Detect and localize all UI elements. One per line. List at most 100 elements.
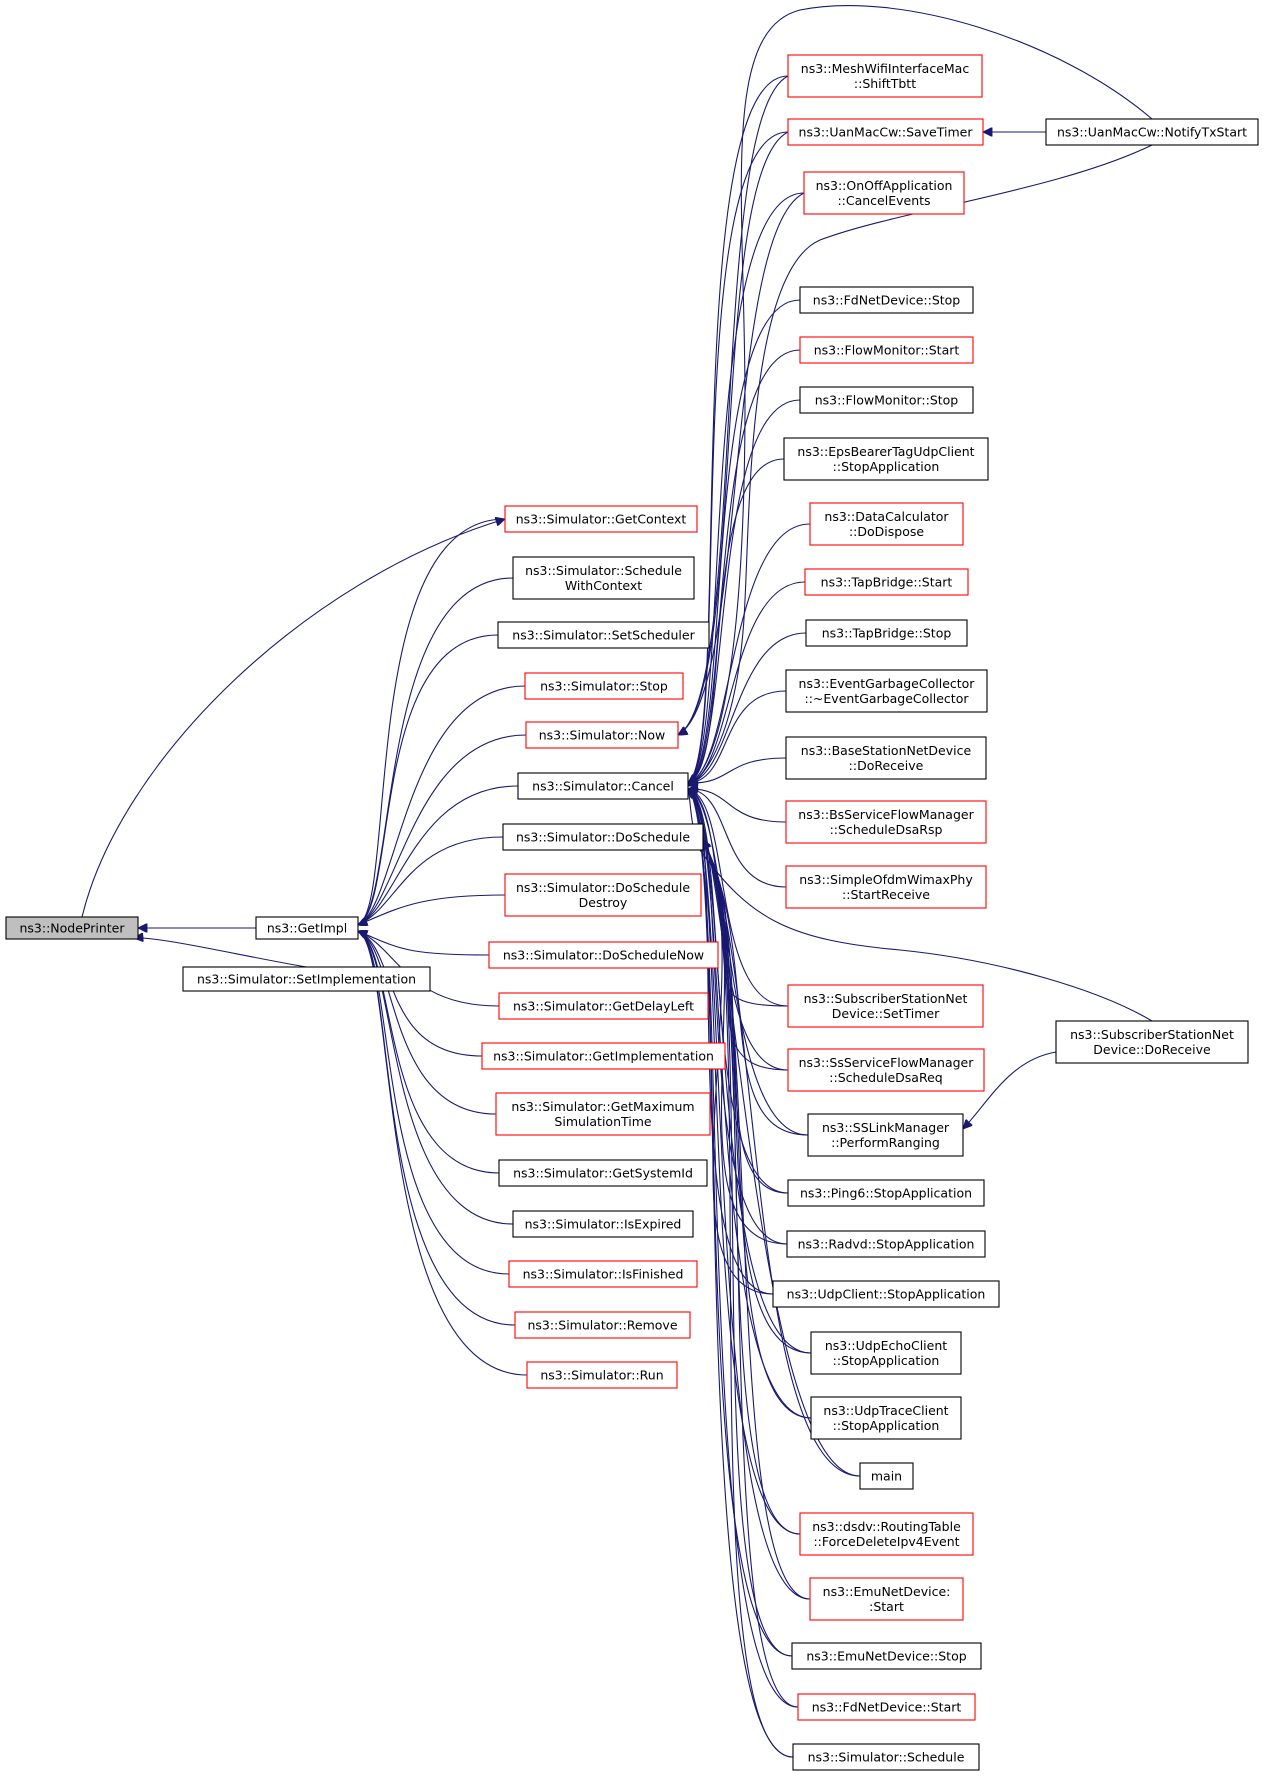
edge-emustart-to-doschedule — [702, 840, 811, 1600]
node-getdelayleft[interactable]: ns3::Simulator::GetDelayLeft — [498, 992, 709, 1020]
node-box — [787, 54, 983, 98]
edge-ofdm-to-cancel — [688, 789, 787, 888]
node-remove[interactable]: ns3::Simulator::Remove — [514, 1311, 691, 1339]
node-udptrace[interactable]: ns3::UdpTraceClient::StopApplication — [810, 1396, 962, 1440]
node-ofdm[interactable]: ns3::SimpleOfdmWimaxPhy::StartReceive — [785, 865, 987, 909]
node-nodeprinter[interactable]: ns3::NodePrinter — [5, 916, 139, 940]
node-label: ns3::Ping6::StopApplication — [800, 1186, 972, 1201]
node-label: WithContext — [565, 578, 642, 593]
edge-getcontext-to-getimpl — [358, 518, 506, 925]
node-flowstart[interactable]: ns3::FlowMonitor::Start — [799, 336, 974, 364]
node-label: ns3::Simulator::GetMaximum — [511, 1099, 694, 1114]
node-doschedule[interactable]: ns3::Simulator::DoSchedule — [502, 823, 704, 851]
node-flowstop[interactable]: ns3::FlowMonitor::Stop — [799, 386, 974, 414]
edge-setscheduler-to-getimpl — [358, 634, 499, 925]
node-onoffcancel[interactable]: ns3::OnOffApplication::CancelEvents — [803, 171, 965, 215]
node-label: ns3::Simulator::Stop — [540, 679, 668, 694]
node-main[interactable]: main — [859, 1462, 914, 1490]
edge-isfinished-to-getimpl — [358, 931, 510, 1275]
node-doschedulenow[interactable]: ns3::Simulator::DoScheduleNow — [488, 941, 719, 969]
node-box — [1045, 118, 1259, 146]
node-box — [5, 916, 139, 940]
node-sssettimer[interactable]: ns3::SubscriberStationNetDevice::SetTime… — [787, 984, 984, 1028]
node-bsreceive[interactable]: ns3::BaseStationNetDevice::DoReceive — [785, 736, 987, 780]
edge-getmaximum-to-getimpl — [358, 931, 497, 1115]
node-box — [498, 992, 709, 1020]
node-emustop[interactable]: ns3::EmuNetDevice::Stop — [791, 1642, 982, 1670]
node-cancel[interactable]: ns3::Simulator::Cancel — [517, 772, 689, 800]
edge-now-to-getimpl — [358, 734, 527, 925]
edge-savetimer-to-now — [678, 131, 789, 735]
edge-tapstop-to-cancel — [688, 632, 807, 783]
edge-emustop-to-cancel — [688, 789, 793, 1657]
node-tapstop[interactable]: ns3::TapBridge::Stop — [805, 619, 968, 647]
node-fdstart[interactable]: ns3::FdNetDevice::Start — [797, 1693, 976, 1721]
node-sslink[interactable]: ns3::SSLinkManager::PerformRanging — [807, 1113, 964, 1157]
edge-epsbearer-to-cancel — [688, 458, 785, 783]
edge-ssflow-to-doschedule — [702, 840, 789, 1071]
node-box — [785, 865, 987, 909]
node-udpecho[interactable]: ns3::UdpEchoClient::StopApplication — [810, 1331, 962, 1375]
node-box — [804, 568, 969, 596]
node-ssflow[interactable]: ns3::SsServiceFlowManager::ScheduleDsaRe… — [787, 1048, 985, 1092]
node-getsystemid[interactable]: ns3::Simulator::GetSystemId — [498, 1159, 708, 1187]
node-radvd[interactable]: ns3::Radvd::StopApplication — [786, 1230, 986, 1258]
node-label: ns3::UanMacCw::NotifyTxStart — [1057, 125, 1247, 140]
node-label: ::ForceDeleteIpv4Event — [813, 1534, 959, 1549]
node-ping6[interactable]: ns3::Ping6::StopApplication — [787, 1179, 985, 1207]
node-label: ns3::UdpEchoClient — [825, 1338, 947, 1353]
edge-getimplementation-to-getimpl — [358, 931, 483, 1057]
edge-setimplementation-to-nodeprinter — [134, 938, 307, 968]
node-label: ::PerformRanging — [831, 1135, 940, 1150]
node-label: ::ScheduleDsaReq — [829, 1070, 942, 1085]
node-egc[interactable]: ns3::EventGarbageCollector::~EventGarbag… — [785, 669, 988, 713]
node-box — [517, 772, 689, 800]
edge-egc-to-cancel — [688, 690, 787, 783]
edge-fdstart-to-cancel — [688, 789, 799, 1708]
node-label: ns3::Simulator::Remove — [527, 1318, 677, 1333]
node-label: ns3::EventGarbageCollector — [799, 676, 976, 691]
node-schedule[interactable]: ns3::Simulator::Schedule — [792, 1743, 980, 1771]
node-dsdv[interactable]: ns3::dsdv::RoutingTable::ForceDeleteIpv4… — [799, 1512, 974, 1556]
node-label: ns3::BaseStationNetDevice — [801, 743, 972, 758]
edge-sslink-to-cancel — [688, 789, 809, 1136]
node-label: ns3::EmuNetDevice::Stop — [806, 1649, 966, 1664]
node-box — [799, 1512, 974, 1556]
node-label: ::DoDispose — [849, 524, 924, 539]
node-tapstart[interactable]: ns3::TapBridge::Start — [804, 568, 969, 596]
node-label: ns3::UdpClient::StopApplication — [787, 1287, 986, 1302]
node-label: ns3::BsServiceFlowManager — [798, 807, 974, 822]
node-emustart[interactable]: ns3::EmuNetDevice::Start — [809, 1577, 964, 1621]
node-epsbearer[interactable]: ns3::EpsBearerTagUdpClient::StopApplicat… — [783, 437, 989, 481]
node-box — [508, 1260, 698, 1288]
node-ssreceive[interactable]: ns3::SubscriberStationNetDevice::DoRecei… — [1055, 1020, 1249, 1064]
node-now[interactable]: ns3::Simulator::Now — [525, 721, 679, 749]
node-box — [504, 873, 702, 917]
node-setscheduler[interactable]: ns3::Simulator::SetScheduler — [497, 621, 710, 649]
node-box — [791, 1642, 982, 1670]
node-run[interactable]: ns3::Simulator::Run — [526, 1361, 678, 1389]
node-getcontext[interactable]: ns3::Simulator::GetContext — [504, 505, 698, 533]
node-udpclient[interactable]: ns3::UdpClient::StopApplication — [772, 1280, 1000, 1308]
node-box — [797, 1693, 976, 1721]
node-fdstop[interactable]: ns3::FdNetDevice::Stop — [799, 286, 974, 314]
node-getimplementation[interactable]: ns3::Simulator::GetImplementation — [481, 1042, 726, 1070]
node-setimplementation[interactable]: ns3::Simulator::SetImplementation — [182, 966, 431, 992]
node-getimpl[interactable]: ns3::GetImpl — [255, 916, 359, 940]
node-box — [799, 386, 974, 414]
node-datacalc[interactable]: ns3::DataCalculator::DoDispose — [809, 502, 964, 546]
node-box — [787, 1179, 985, 1207]
node-notifytxstart[interactable]: ns3::UanMacCw::NotifyTxStart — [1045, 118, 1259, 146]
node-isfinished[interactable]: ns3::Simulator::IsFinished — [508, 1260, 698, 1288]
node-savetimer[interactable]: ns3::UanMacCw::SaveTimer — [787, 118, 984, 146]
node-isexpired[interactable]: ns3::Simulator::IsExpired — [512, 1210, 694, 1238]
node-shifttbtt[interactable]: ns3::MeshWifiInterfaceMac::ShiftTbtt — [787, 54, 983, 98]
node-box — [805, 619, 968, 647]
node-bsflow[interactable]: ns3::BsServiceFlowManager::ScheduleDsaRs… — [785, 800, 987, 844]
edge-fdstop-to-cancel — [688, 299, 801, 783]
node-stop[interactable]: ns3::Simulator::Stop — [524, 672, 684, 700]
node-box — [504, 505, 698, 533]
